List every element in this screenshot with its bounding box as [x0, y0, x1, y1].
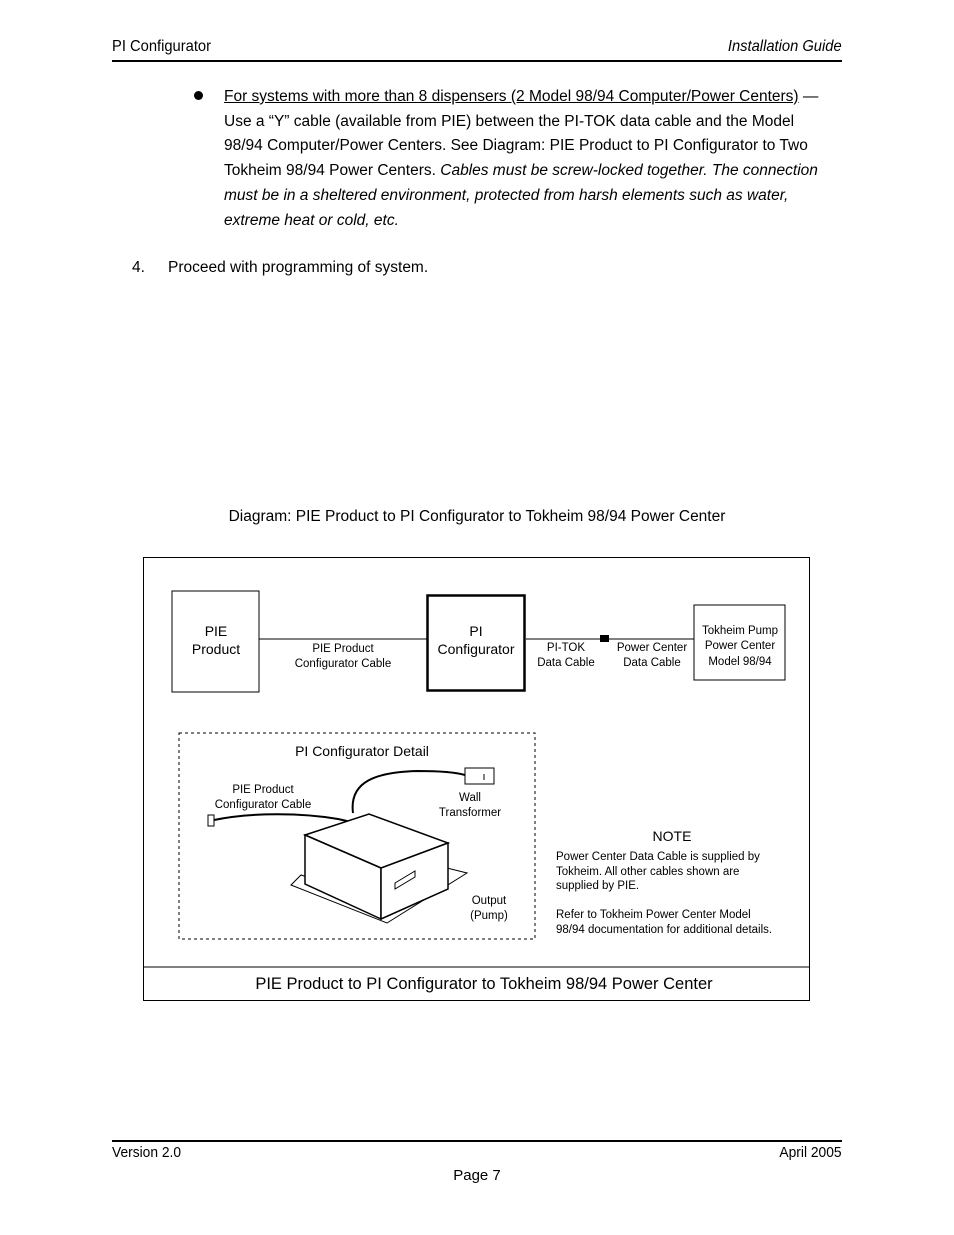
footer-date: April 2005: [779, 1144, 842, 1161]
wall-transformer-label-1: Wall: [459, 792, 481, 804]
diagram-footer-title: PIE Product to PI Configurator to Tokhei…: [255, 975, 713, 993]
step-text: Proceed with programming of system.: [168, 259, 429, 276]
header-doc-title: PI Configurator: [112, 38, 212, 55]
pitok-cable-label-1: PI-TOK: [547, 642, 585, 654]
tokheim-box: [693, 604, 786, 681]
pi-configurator-label-2: Configurator: [437, 641, 514, 657]
header-rule: [112, 60, 842, 62]
note-line-3: supplied by PIE.: [556, 880, 639, 892]
power-center-cable-label-2: Data Cable: [623, 657, 681, 669]
output-label-2: (Pump): [470, 910, 508, 922]
pie-cable-label-1: PIE Product: [312, 643, 374, 655]
diagram-caption: Diagram: PIE Product to PI Configurator …: [228, 508, 726, 525]
wiring-diagram: PIE Product PIE Product Configurator Cab…: [143, 557, 810, 1001]
bullet-body-text: — Use a “Y” cable (available from PIE) b…: [224, 88, 819, 180]
bullet-dot-icon: [194, 91, 203, 100]
detail-cable-label-1: PIE Product: [232, 784, 294, 796]
step-number: 4.: [132, 259, 145, 276]
pie-product-box: [171, 590, 260, 693]
bullet-italic-text: Cables must be screw-locked together. Th…: [224, 162, 818, 229]
tokheim-label-1: Tokheim Pump: [702, 625, 778, 637]
footer-rule: [112, 1140, 842, 1142]
pie-cable-label-2: Configurator Cable: [295, 658, 392, 670]
power-center-cable-label-1: Power Center: [617, 642, 687, 654]
tokheim-label-2: Power Center: [705, 640, 775, 652]
output-label-1: Output: [472, 895, 507, 907]
configurator-device-icon: [290, 813, 469, 924]
detail-title: PI Configurator Detail: [295, 743, 429, 759]
note-line-1: Power Center Data Cable is supplied by: [556, 851, 760, 863]
tokheim-label-3: Model 98/94: [708, 656, 772, 668]
pi-configurator-label-1: PI: [469, 623, 482, 639]
cable-connector-icon: [600, 635, 609, 642]
wall-transformer-icon: [464, 767, 495, 785]
page-number: Page 7: [453, 1167, 501, 1184]
footer-version: Version 2.0: [112, 1144, 182, 1161]
cable-plug-icon: [207, 814, 215, 827]
note-title: NOTE: [653, 828, 692, 844]
pi-configurator-box: [426, 594, 526, 692]
wall-transformer-label-2: Transformer: [439, 807, 501, 819]
detail-region: [178, 732, 536, 940]
bullet-paragraph: For systems with more than 8 dispensers …: [224, 85, 836, 233]
pitok-cable-label-2: Data Cable: [537, 657, 595, 669]
header-guide-title: Installation Guide: [728, 38, 842, 55]
step-4: 4. Proceed with programming of system.: [132, 259, 428, 277]
detail-cable-label-2: Configurator Cable: [215, 799, 312, 811]
transformer-cable: [351, 769, 466, 814]
diagram-frame: [143, 557, 810, 1001]
note-line-5: Refer to Tokheim Power Center Model: [556, 909, 751, 921]
bullet-underlined-text: For systems with more than 8 dispensers …: [224, 88, 799, 105]
note-line-6: 98/94 documentation for additional detai…: [556, 924, 772, 936]
note-line-2: Tokheim. All other cables shown are: [556, 866, 739, 878]
pie-product-label-2: Product: [192, 641, 240, 657]
pie-product-label-1: PIE: [205, 623, 228, 639]
